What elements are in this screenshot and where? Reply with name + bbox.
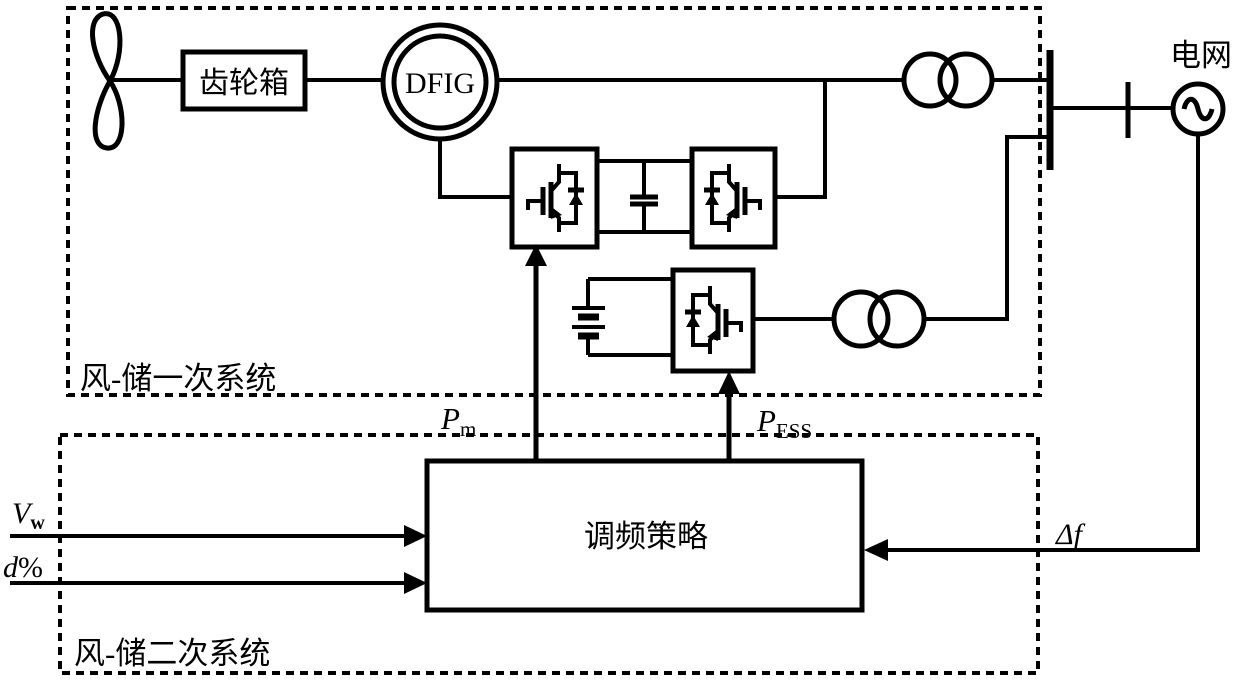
d-percent-label: d% (3, 551, 43, 584)
primary-system-label: 风-储一次系统 (80, 361, 276, 396)
vw-label: Vw (12, 497, 45, 534)
ess-transformer-icon (831, 289, 927, 349)
dfig-generator: DFIG (380, 22, 500, 142)
pess-label: PESS (756, 403, 812, 443)
ac-source-icon (1170, 81, 1226, 137)
grid-side-converter (689, 146, 778, 250)
wind-turbine-icon (90, 11, 125, 151)
igbt-icon (704, 164, 760, 232)
grid-label: 电网 (1170, 38, 1232, 73)
strategy-box: 调频策略 (424, 458, 865, 613)
delta-f-arrowhead (864, 539, 888, 561)
gearbox-box: 齿轮箱 (180, 49, 308, 112)
secondary-system-label: 风-储二次系统 (74, 636, 270, 671)
battery-icon (572, 279, 605, 355)
secondary-system-boundary (58, 433, 1040, 675)
dfig-label: DFIG (405, 67, 475, 100)
igbt-icon (528, 164, 584, 232)
gsc-output-wire (775, 80, 827, 199)
strategy-label: 调频策略 (584, 519, 708, 554)
pm-arrow (525, 244, 547, 461)
pm-label: Pm (440, 401, 476, 441)
dc-link-capacitor (597, 159, 692, 234)
ess-busbar-wire (924, 135, 1047, 321)
delta-f-label: Δf (1055, 518, 1086, 551)
rotor-side-converter (509, 146, 600, 250)
primary-system-boundary (66, 6, 1042, 397)
vw-arrow (10, 525, 427, 547)
battery-wires (588, 277, 673, 357)
pess-arrow (718, 371, 740, 461)
igbt-icon (685, 286, 741, 354)
d-percent-arrow (10, 572, 427, 594)
gearbox-label: 齿轮箱 (199, 67, 289, 100)
wind-transformer-icon (901, 51, 995, 109)
delta-f-wire (888, 134, 1200, 552)
ess-converter (670, 267, 756, 374)
rotor-wire (438, 139, 512, 199)
